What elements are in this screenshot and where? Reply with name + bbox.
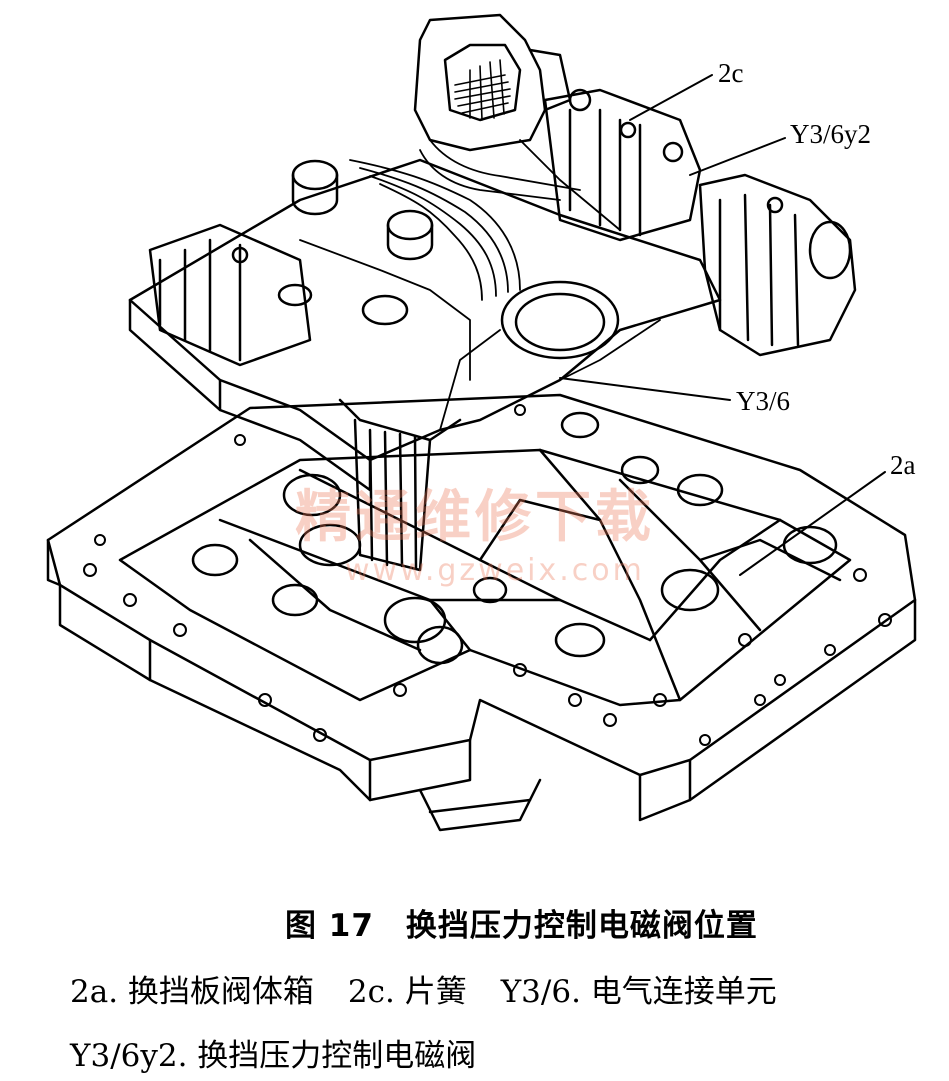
- valve-body-drawing: [46, 13, 917, 832]
- figure-legend-line-1: 2a. 换挡板阀体箱 2c. 片簧 Y3/6. 电气连接单元: [70, 966, 777, 1011]
- legend-item-2a: 2a. 换挡板阀体箱: [70, 974, 314, 1010]
- figure-caption-title: 图 17 换挡压力控制电磁阀位置: [285, 908, 758, 944]
- callout-y36: Y3/6: [736, 386, 790, 416]
- callout-2c: 2c: [718, 58, 744, 88]
- legend-item-2c: 2c. 片簧: [347, 974, 467, 1010]
- legend-item-y36y2: Y3/6y2. 换挡压力控制电磁阀: [70, 1038, 477, 1074]
- callout-leaders: [559, 74, 886, 576]
- callout-2a: 2a: [890, 450, 916, 480]
- legend-item-y36: Y3/6. 电气连接单元: [500, 974, 777, 1010]
- watermark-url: www.gzweix.com: [345, 553, 645, 588]
- watermark-text: 精通维修下载: [295, 485, 655, 550]
- figure-legend-line-2: Y3/6y2. 换挡压力控制电磁阀: [70, 1030, 476, 1075]
- valve-body-diagram: 精通维修下载 www.gzweix.com 2c Y3/6y2 Y3/6 2a: [46, 13, 917, 832]
- callout-y36y2: Y3/6y2: [790, 119, 871, 149]
- electrical-connection-unit: [128, 13, 857, 572]
- lower-valve-body: [46, 393, 917, 832]
